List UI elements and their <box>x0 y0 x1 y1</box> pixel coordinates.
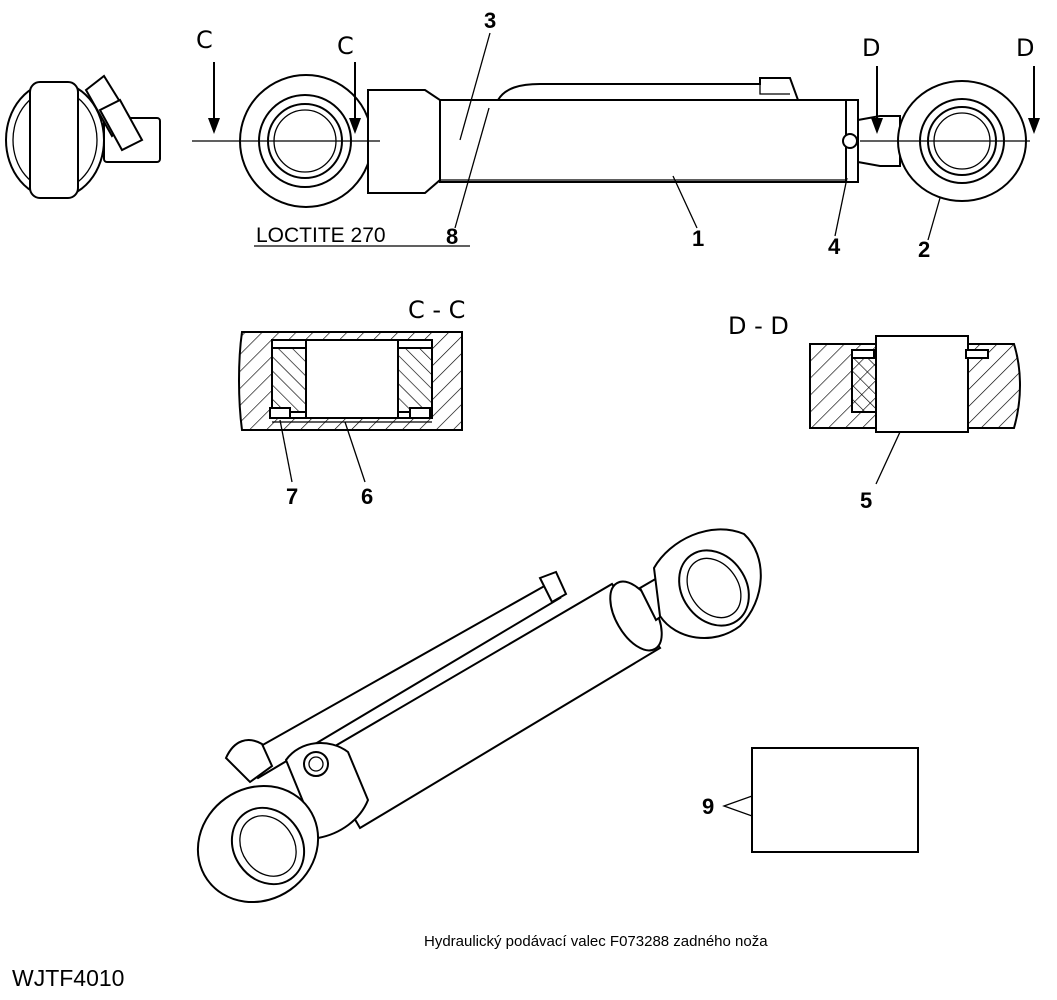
drawing-caption: Hydraulický podávací valec F073288 zadné… <box>424 933 768 950</box>
callout-4: 4 <box>828 234 841 259</box>
section-d-title: D - D <box>728 312 789 340</box>
callout-9: 9 <box>702 794 714 819</box>
callout-1: 1 <box>692 226 704 251</box>
section-d-d <box>809 335 1021 485</box>
section-c-left-label: C <box>196 26 213 54</box>
section-d-right-label: D <box>1016 34 1034 62</box>
cylinder-elevation <box>192 32 1040 247</box>
section-d-left-label: D <box>862 34 880 62</box>
drawing-code: WJTF4010 <box>12 965 124 991</box>
section-c-c <box>238 331 463 483</box>
callout-7: 7 <box>286 484 298 509</box>
callout-2: 2 <box>918 237 930 262</box>
callout-3: 3 <box>484 8 496 33</box>
label-plate <box>722 747 919 853</box>
callout-6: 6 <box>361 484 373 509</box>
rod-end-side-view <box>5 74 161 199</box>
callout-8: 8 <box>446 224 458 249</box>
section-c-right-label: C <box>337 32 354 60</box>
cylinder-isometric-view <box>196 528 762 904</box>
loctite-note: LOCTITE 270 <box>256 224 386 247</box>
section-c-title: C - C <box>408 296 465 324</box>
callout-5: 5 <box>860 488 872 513</box>
